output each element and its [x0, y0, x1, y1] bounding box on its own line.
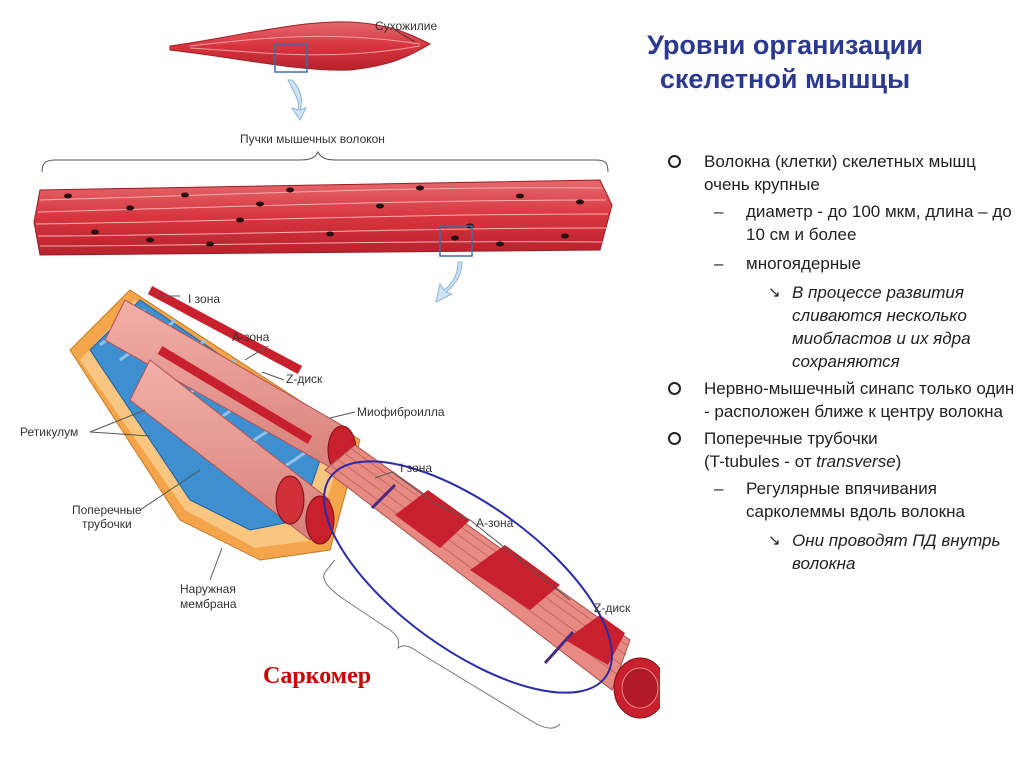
bullet-text: Волокна (клетки) скелетных мышц очень кр…	[704, 152, 976, 194]
dash-bullet-icon: –	[714, 479, 724, 498]
diagram-labels: I зона A-зона Z-диск Миофиброилла Ретику…	[20, 292, 631, 689]
slide-title: Уровни организации скелетной мышцы	[600, 28, 970, 96]
bullet-synapse: Нервно-мышечный синапс только один - рас…	[662, 377, 1022, 423]
bundles-label: Пучки мышечных волокон	[240, 132, 385, 146]
sarcomere-label: Саркомер	[263, 663, 371, 689]
a-band-1	[395, 490, 470, 548]
muscle-zoom-box	[274, 43, 308, 73]
circle-bullet-icon	[668, 382, 681, 395]
zoom-arrow-2	[435, 261, 463, 303]
bullet-list: Волокна (клетки) скелетных мышц очень кр…	[662, 150, 1022, 579]
bullet-text-pre: (T-tubules - от	[704, 452, 817, 471]
dash-bullet-icon: –	[714, 254, 724, 273]
muscle-organization-diagram: Сухожилие Пучки мышечных волокон	[20, 19, 660, 729]
title-line-2: скелетной мышцы	[659, 64, 911, 94]
outer-membrane-label-1: Наружная	[180, 582, 236, 596]
bullet-text: Нервно-мышечный синапс только один - рас…	[704, 379, 1015, 421]
sub-bullet-invagination: – Регулярные впячивания сарколеммы вдоль…	[662, 477, 1022, 523]
sub-bullet-multinuclear: – многоядерные	[662, 252, 1022, 275]
z-disk-top-label: Z-диск	[286, 372, 323, 386]
circle-bullet-icon	[668, 155, 681, 168]
sarcomere-highlight-ellipse	[323, 460, 613, 694]
whole-muscle: Сухожилие	[169, 19, 438, 73]
t-tubules-label-2: трубочки	[82, 517, 132, 531]
myofibril-label: Миофиброилла	[357, 405, 445, 419]
title-line-1: Уровни организации	[647, 30, 923, 60]
a-zone-top-label: A-зона	[232, 330, 270, 344]
fiber-structure	[69, 286, 361, 561]
bullet-text: Они проводят ПД внутрь волокна	[792, 531, 1001, 573]
bullet-text: диаметр - до 100 мкм, длина – до 10 см и…	[746, 202, 1012, 244]
bundles-bracket	[41, 150, 609, 173]
note-action-potential: ↘ Они проводят ПД внутрь волокна	[662, 529, 1022, 575]
bullet-t-tubules: Поперечные трубочки (T-tubules - от tran…	[662, 427, 1022, 473]
circle-bullet-icon	[668, 432, 681, 445]
tendon-label: Сухожилие	[375, 19, 438, 33]
bullet-text-post: )	[895, 452, 902, 471]
outer-membrane-label-2: мембрана	[180, 597, 237, 611]
i-zone-mid-label: I зона	[400, 461, 432, 475]
reticulum-label: Ретикулум	[20, 425, 78, 439]
bullet-text: Регулярные впячивания сарколеммы вдоль в…	[746, 479, 965, 521]
bullet-text-em: transverse	[816, 452, 896, 471]
bullet-text: Поперечные трубочки	[704, 429, 878, 448]
bullet-text: многоядерные	[746, 254, 861, 273]
z-line-1	[370, 483, 397, 510]
sub-bullet-diameter: – диаметр - до 100 мкм, длина – до 10 см…	[662, 200, 1022, 246]
z-line-2	[543, 630, 575, 665]
sarcomere-bracket	[323, 559, 561, 729]
i-zone-top-label: I зона	[188, 292, 220, 306]
note-myoblast-fusion: ↘ В процессе развития сливаются нескольк…	[662, 281, 1022, 373]
t-tubules-label-1: Поперечные	[72, 503, 142, 517]
arrow-bullet-icon: ↘	[768, 284, 781, 301]
fiber-bundle	[33, 179, 613, 257]
bullet-fiber-size: Волокна (клетки) скелетных мышц очень кр…	[662, 150, 1022, 196]
a-band-2	[470, 545, 560, 610]
myofibril-detail	[323, 444, 660, 729]
a-zone-mid-label: A-зона	[476, 516, 514, 530]
z-disk-mid-label: Z-диск	[594, 601, 631, 615]
bullet-text: В процессе развития сливаются несколько …	[792, 283, 971, 371]
dash-bullet-icon: –	[714, 202, 724, 221]
zoom-arrow-1	[287, 79, 307, 121]
arrow-bullet-icon: ↘	[768, 532, 781, 549]
a-band-3	[565, 615, 625, 665]
fiber-zoom-box	[439, 225, 473, 257]
